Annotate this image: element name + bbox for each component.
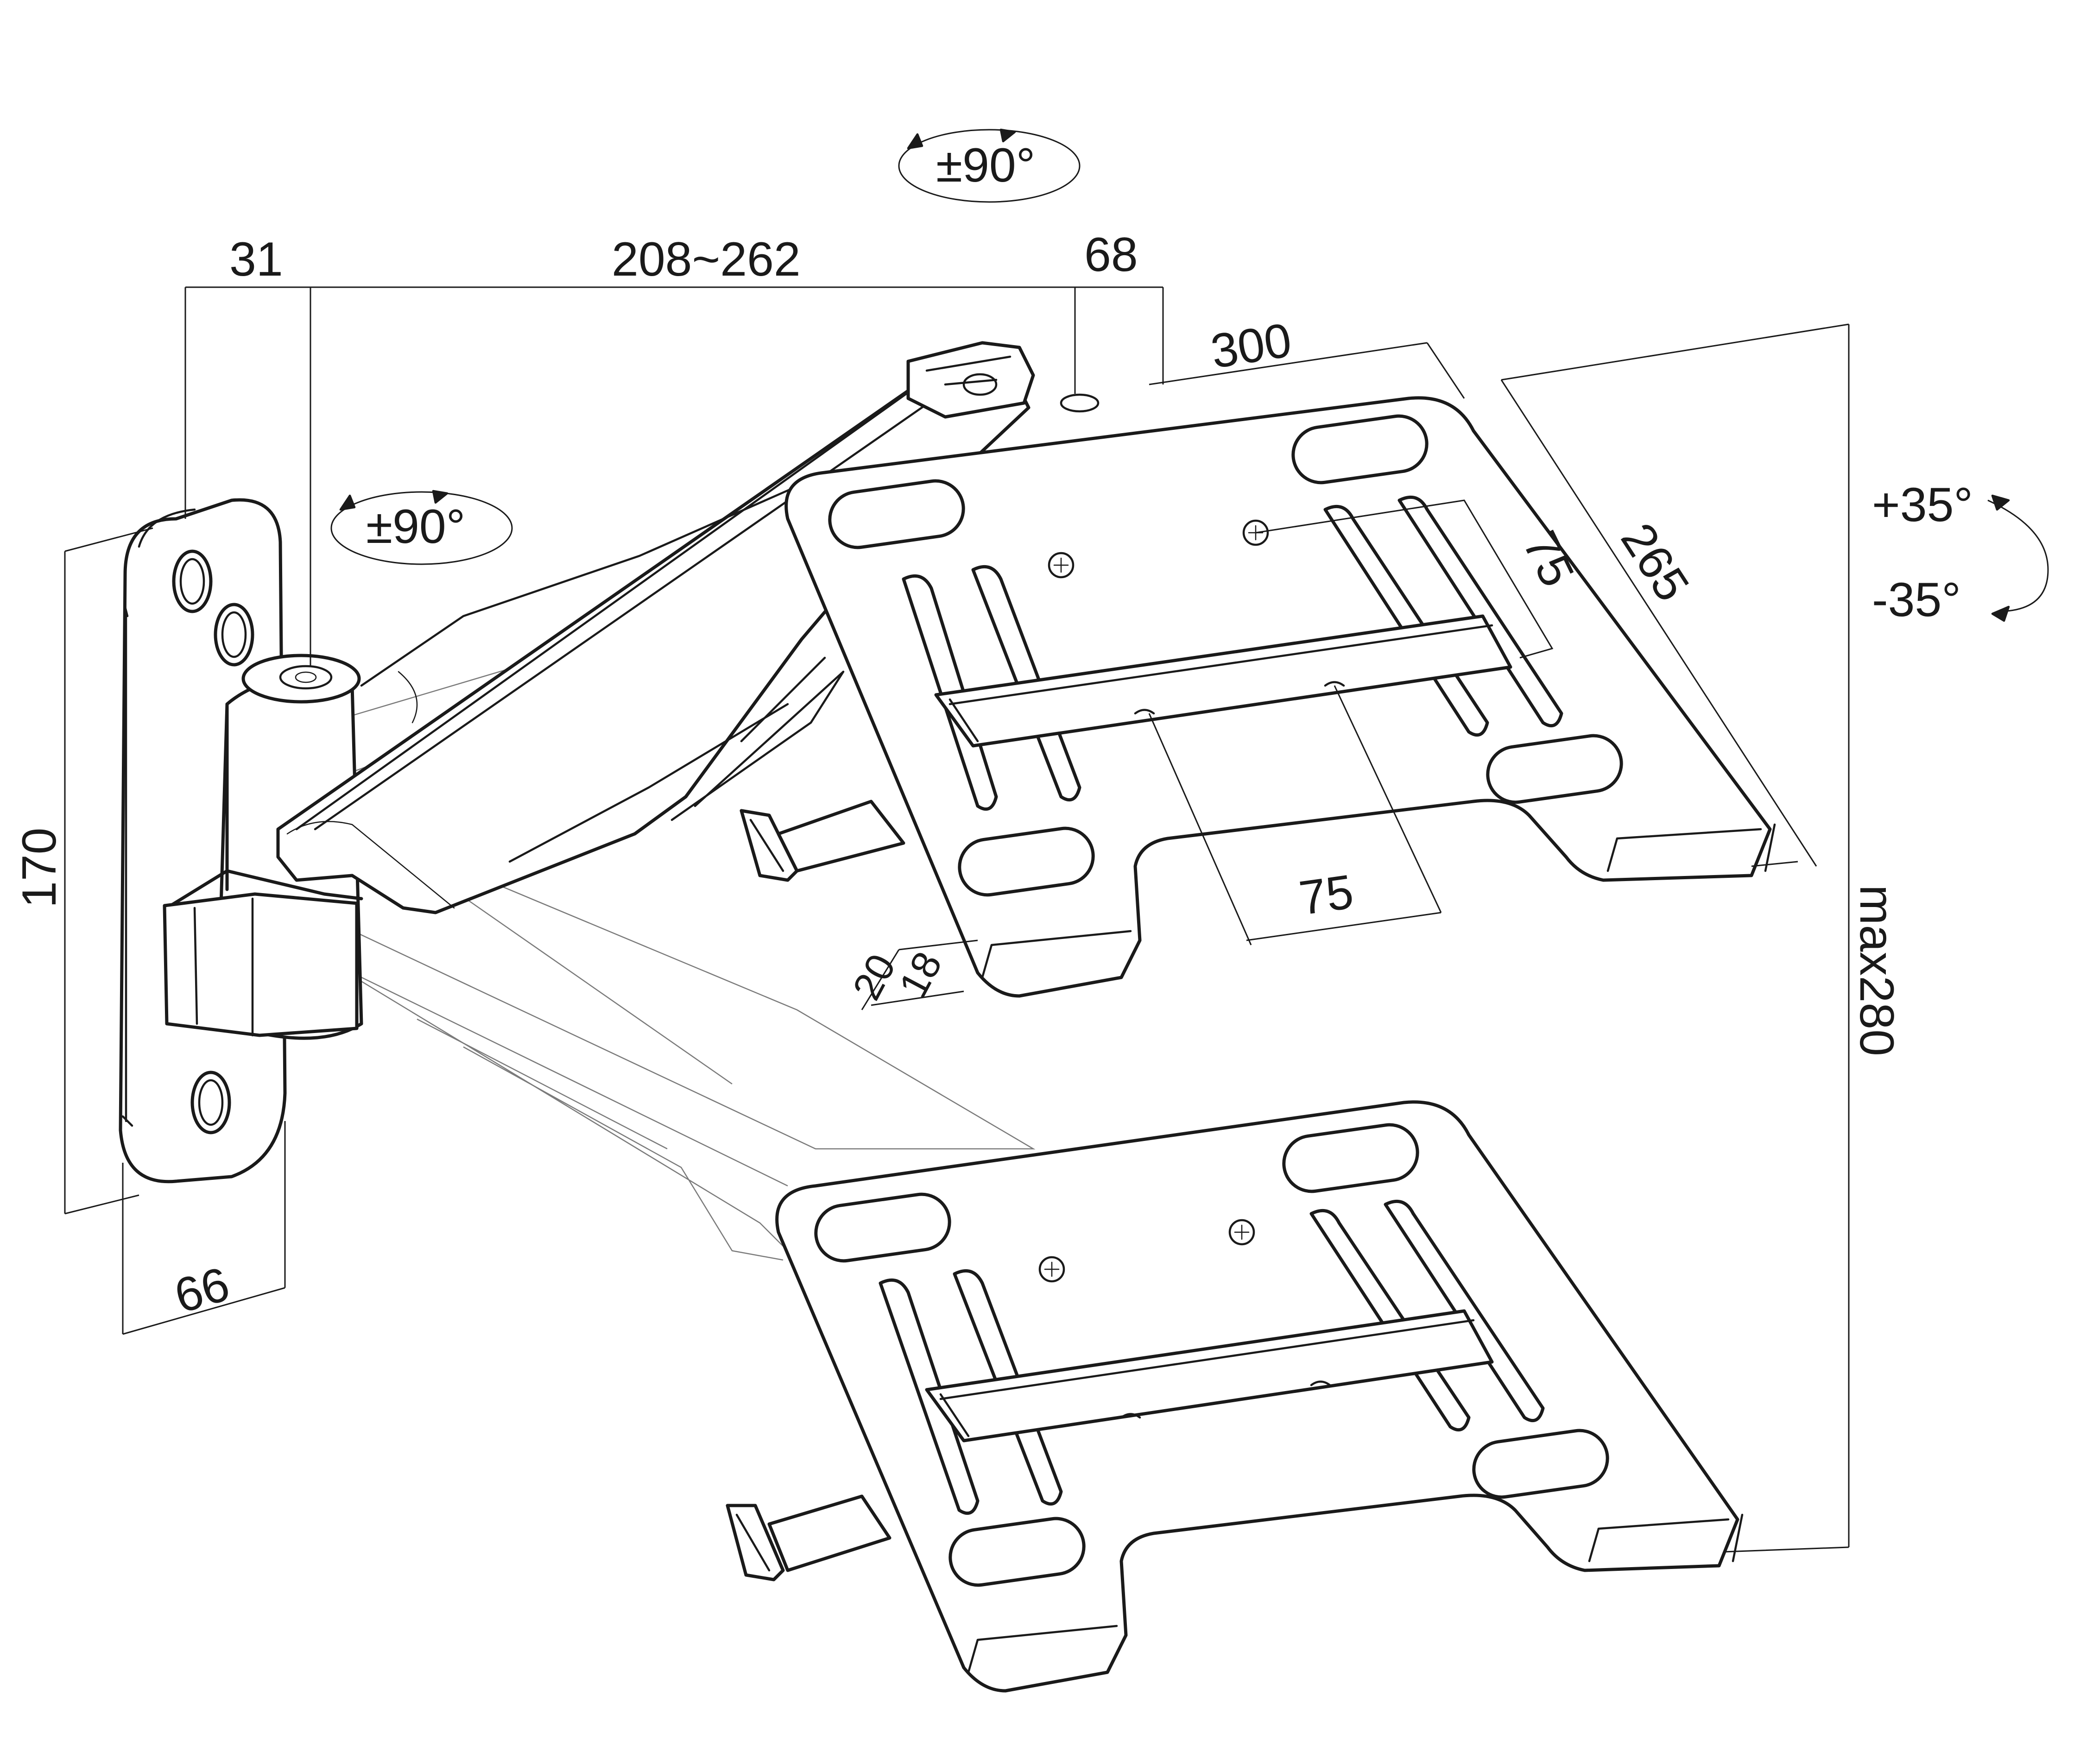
lower-tray — [775, 1100, 1744, 1693]
rotation-indicators — [330, 128, 2049, 622]
label-tray-depth: 265 — [1611, 514, 1700, 611]
lower-strap — [726, 1494, 891, 1581]
label-plate-height: 170 — [13, 827, 66, 908]
label-top-swivel: ±90° — [936, 139, 1035, 192]
upper-tray — [784, 396, 1776, 998]
label-head-offset: 68 — [1084, 228, 1138, 282]
label-arm-reach: 208~262 — [612, 233, 801, 286]
label-tilt-down: -35° — [1872, 573, 1961, 627]
label-lip-inner: 18 — [891, 945, 951, 1005]
upper-strap — [740, 800, 905, 882]
rotation-labels: ±90° ±90° +35° -35° — [366, 139, 1973, 627]
label-max-height: max280 — [1850, 885, 1903, 1056]
label-plate-width: 66 — [169, 1257, 235, 1323]
label-tray-width: 300 — [1207, 313, 1295, 379]
label-wall-swivel: ±90° — [366, 500, 465, 554]
label-wall-offset: 31 — [229, 233, 283, 286]
label-tilt-up: +35° — [1872, 478, 1973, 532]
label-vesa-horizontal: 75 — [1296, 865, 1357, 926]
arm-head — [906, 341, 1100, 419]
dimension-lines — [64, 286, 1850, 1553]
